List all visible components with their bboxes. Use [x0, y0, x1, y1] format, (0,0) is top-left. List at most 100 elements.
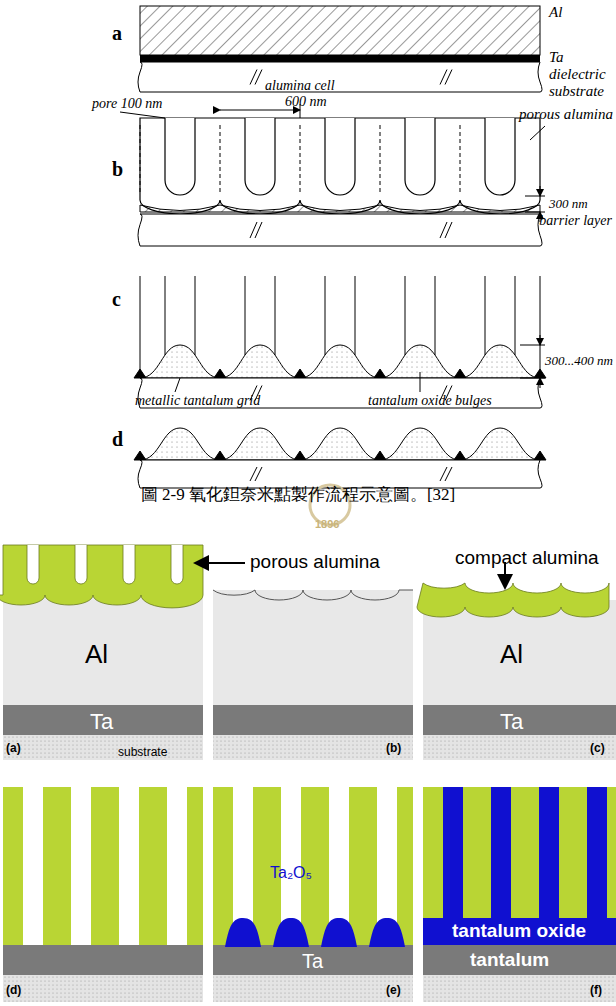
dimension-line — [540, 335, 541, 345]
pore-wall — [325, 276, 326, 356]
tantalum-oxide-bulge — [140, 428, 220, 460]
part-name: tantalum — [470, 950, 549, 971]
dimension-label: 300...400 nm — [545, 354, 613, 368]
pore-wall — [275, 276, 276, 356]
watermark-text: 1896 — [315, 518, 339, 530]
glass-mark — [255, 222, 262, 238]
leader-line — [530, 126, 545, 140]
tantalum-layer — [423, 705, 616, 735]
panel-letter: (e) — [386, 984, 401, 997]
leader-line — [120, 112, 165, 118]
pore — [167, 787, 187, 945]
aluminium-layer — [140, 6, 540, 55]
tantalum-grid-dot — [214, 369, 226, 378]
dimension-line — [520, 378, 545, 379]
glass-mark — [445, 467, 452, 481]
dimension-label: 300 nm — [549, 197, 588, 211]
pore-wall — [485, 276, 486, 356]
cell-boundary — [380, 125, 381, 195]
part-name: Ta — [500, 710, 523, 734]
cell-boundary — [140, 125, 141, 195]
figure-caption: 圖 2-9 氧化鉭奈米點製作流程示意圖。[32] — [141, 486, 455, 505]
part-name: dielectric substrate — [549, 66, 611, 99]
pointer-arrow — [195, 562, 245, 564]
part-name: tantalum oxide — [452, 921, 586, 942]
part-name: Al — [500, 640, 523, 669]
tantalum-layer — [213, 705, 413, 735]
dimension-line — [540, 378, 541, 388]
tantalum-oxide-bulge — [300, 428, 380, 460]
tantalum-oxide-bulge — [460, 345, 540, 378]
cell-boundary — [460, 125, 461, 195]
pore — [171, 545, 183, 584]
ta2o5-bulb — [225, 918, 261, 947]
panel-letter: c — [112, 288, 121, 310]
panel-letter: b — [112, 158, 123, 180]
leader-line — [420, 372, 421, 392]
glass-mark — [445, 222, 452, 238]
pore — [123, 545, 135, 584]
tantalum-oxide-bulge — [300, 345, 380, 378]
panel-letter: (c) — [590, 742, 605, 755]
part-name: Al — [549, 4, 562, 21]
part-name: metallic tantalum grid — [135, 393, 260, 408]
cell-boundary — [300, 125, 301, 195]
pore — [119, 787, 139, 945]
pore-wall — [405, 276, 406, 356]
panel-edge — [140, 276, 141, 378]
tantalum-grid-dot — [534, 369, 546, 378]
part-name: substrate — [118, 746, 167, 759]
tantalum-layer — [140, 55, 540, 62]
tantalum-layer — [3, 705, 203, 735]
porous-alumina — [423, 787, 616, 945]
panel-letter: (b) — [386, 742, 401, 755]
chemical-label: Ta₂O₅ — [270, 864, 312, 882]
aluminium-layer — [213, 590, 413, 705]
pore — [245, 118, 275, 195]
dimension-label: pore 100 nm — [92, 96, 162, 111]
glass-mark — [255, 70, 262, 85]
part-name: barrier layer — [539, 213, 612, 228]
dimension-label: 600 nm — [285, 94, 327, 109]
pore — [75, 545, 87, 584]
part-name: compact alumina — [455, 548, 599, 569]
tantalum-oxide-bulge — [460, 428, 540, 460]
panel-letter: d — [112, 428, 123, 450]
panel-letter: (f) — [590, 984, 602, 997]
tantalum-grid-dot — [454, 451, 466, 460]
pore — [23, 787, 43, 945]
substrate — [3, 975, 203, 1002]
tantalum-grid-dot — [134, 451, 146, 460]
pore-wall — [165, 276, 166, 356]
panel-letter: a — [112, 22, 122, 44]
tantalum-oxide-bulge — [380, 428, 460, 460]
tantalum-oxide-bulge — [140, 345, 220, 378]
substrate — [213, 975, 413, 1002]
pore — [325, 118, 355, 195]
tantalum-grid-dot — [374, 369, 386, 378]
tantalum-grid-dot — [454, 369, 466, 378]
top-edge — [140, 276, 540, 278]
tantalum-grid-dot — [214, 451, 226, 460]
tantalum-oxide-bulge — [220, 345, 300, 378]
tantalum-grid-dot — [534, 451, 546, 460]
pore — [71, 787, 91, 945]
glass-mark — [445, 70, 452, 85]
tantalum-grid-dot — [294, 451, 306, 460]
panel-edge — [540, 276, 541, 378]
pore-wall — [245, 276, 246, 356]
cell-boundary — [220, 125, 221, 195]
substrate — [213, 735, 413, 760]
part-name: alumina cell — [265, 78, 335, 93]
pore — [405, 118, 435, 195]
part-name: tantalum oxide bulges — [368, 393, 492, 408]
ta2o5-bulb — [273, 918, 309, 947]
pore-wall — [435, 276, 436, 356]
tantalum-layer — [423, 945, 616, 975]
barrier-tantalum-layer — [140, 205, 540, 212]
part-name: porous alumina — [250, 552, 380, 573]
pore-wall — [515, 276, 516, 356]
tantalum-layer — [213, 945, 413, 975]
dimension-line — [220, 110, 300, 111]
dielectric-substrate — [138, 214, 542, 246]
